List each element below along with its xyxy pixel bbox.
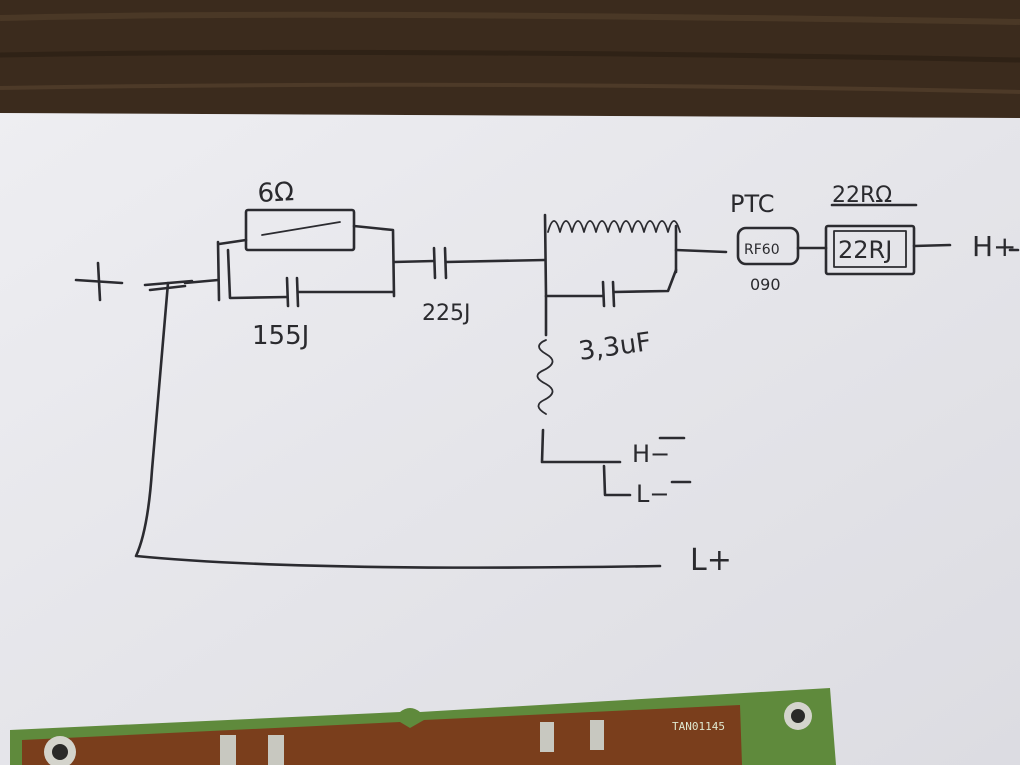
capacitor-225J xyxy=(392,246,547,280)
label-090: 090 xyxy=(750,275,781,294)
wood-table xyxy=(0,0,1020,130)
resistor-6ohm xyxy=(216,208,396,302)
schematic xyxy=(74,203,1020,569)
capacitor-155J xyxy=(226,248,395,308)
label-155J: 155J xyxy=(252,321,309,351)
input-plus-terminal xyxy=(74,261,194,302)
inductor-shunt xyxy=(536,294,632,497)
label-l-plus: L+ xyxy=(690,543,732,578)
return-wire xyxy=(134,281,662,569)
capacitor-3-3uF xyxy=(544,268,678,308)
labels: 6Ω 155J 225J 3,3uF PTC RF60 090 22RΩ 22R… xyxy=(252,177,1017,578)
label-h-minus: H− xyxy=(632,440,670,468)
pcb-marking: TAN01145 xyxy=(672,720,725,733)
resistor-22R xyxy=(824,203,952,276)
inductor-series xyxy=(543,213,728,297)
label-6ohm: 6Ω xyxy=(257,177,295,209)
label-22r-top: 22RΩ xyxy=(832,183,892,208)
label-22rj: 22RJ xyxy=(838,236,892,264)
label-ptc: PTC xyxy=(730,190,774,218)
label-225J: 225J xyxy=(422,301,470,326)
wire-in xyxy=(183,278,220,285)
label-rf60: RF60 xyxy=(744,242,780,258)
ptc-component xyxy=(736,226,828,266)
pcb-board: TAN01145 xyxy=(10,688,836,765)
label-l-minus: L− xyxy=(636,480,669,508)
label-h-plus: H+ xyxy=(972,230,1017,263)
